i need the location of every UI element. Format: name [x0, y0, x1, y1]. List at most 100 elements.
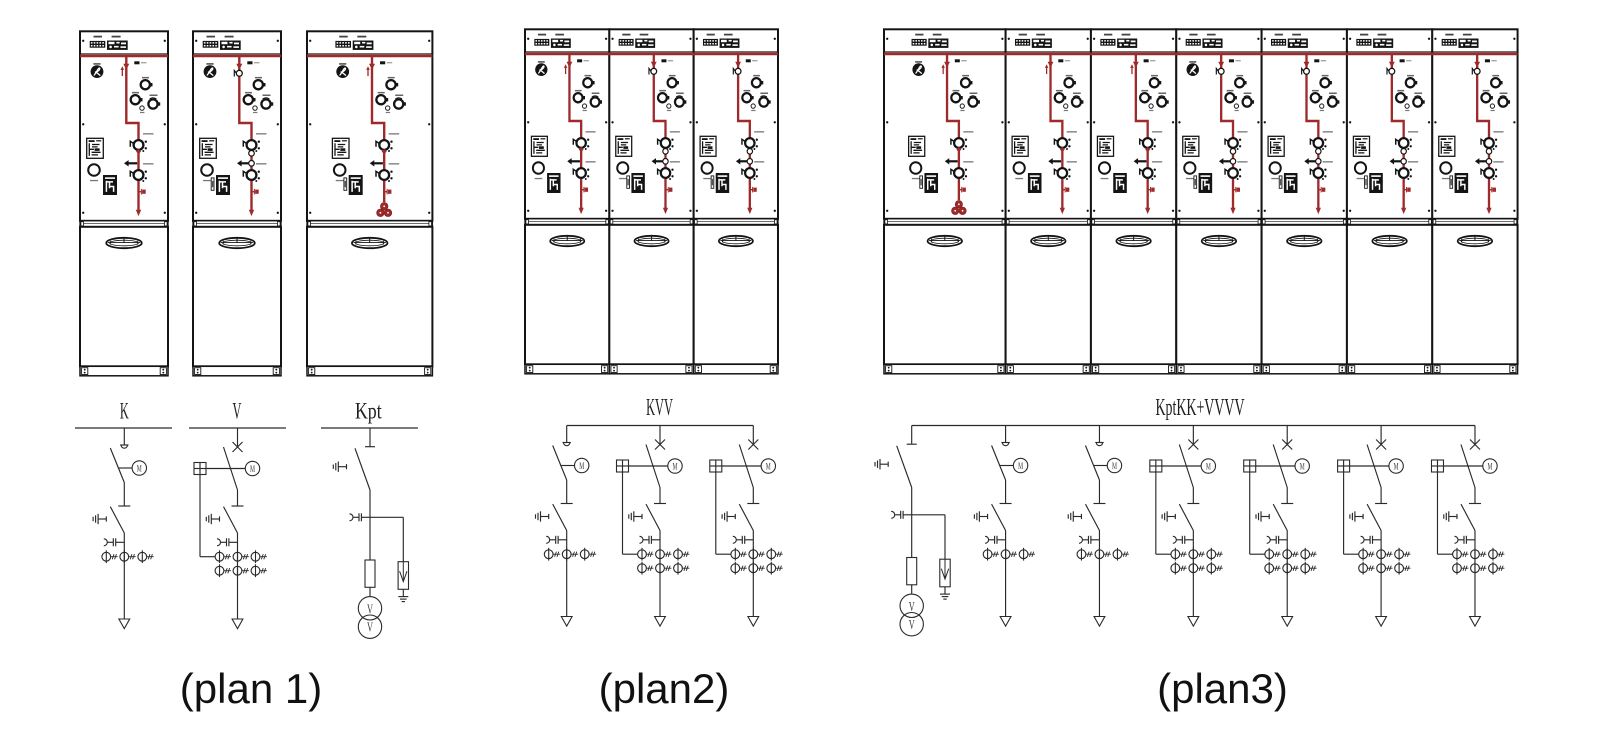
panel-screw	[1171, 37, 1175, 40]
cabinet-k	[524, 28, 611, 375]
indicator-knob-icon	[129, 93, 143, 106]
ct-secondary-mark	[263, 553, 267, 560]
current-transformer-icon	[982, 547, 999, 561]
circuit-mimic-line	[125, 55, 140, 211]
switch-dial	[575, 166, 587, 180]
foot-bolt	[697, 366, 700, 369]
current-transformer-icon	[137, 550, 154, 564]
ct-secondary-mark	[1368, 551, 1372, 557]
meter-caption	[224, 35, 234, 38]
knob-caption	[245, 91, 252, 94]
switch-dial	[1141, 136, 1154, 150]
cabinet-upper-compartment	[1260, 28, 1348, 220]
band-end-block	[80, 221, 84, 227]
knob-ring	[260, 98, 272, 110]
door-handle-icon	[717, 234, 754, 248]
earthing-switch-blade	[552, 503, 568, 531]
ct-secondary-mark	[1274, 565, 1278, 571]
padlock-caption	[203, 179, 211, 182]
cabinet-upper-compartment	[79, 30, 169, 222]
interlock-key-slot-mark	[1194, 178, 1196, 186]
switch-position-dot	[755, 138, 758, 141]
switch-position-dot	[1492, 178, 1495, 180]
meter-window	[227, 45, 232, 48]
meter-caption	[622, 33, 631, 36]
motor-operator-icon: M	[1012, 457, 1029, 474]
switch-position-dot	[1324, 168, 1327, 171]
terminal-slot	[628, 40, 630, 42]
current-transformer-icon	[1264, 547, 1281, 561]
knob-arc-mark	[1499, 95, 1507, 98]
terminal-slot	[1104, 43, 1106, 45]
mimic-breaker-indicator	[1485, 147, 1493, 155]
load-switch-fixed-contact-icon	[120, 444, 129, 449]
protection-relay-icon	[1149, 459, 1163, 473]
panel-screw	[773, 121, 776, 124]
earthing-switch-icon	[1067, 511, 1083, 522]
foot-bolt	[162, 371, 165, 374]
ct-secondary-mark	[1464, 551, 1468, 557]
terminal-slot	[546, 40, 548, 42]
switch-position-indicator-icon	[1394, 131, 1419, 150]
indicator-knob-icon	[656, 91, 670, 104]
switch-position-dot	[587, 168, 590, 171]
panel-screw	[428, 39, 431, 42]
padlock-ring-icon	[332, 163, 347, 177]
padlock-ring-icon	[531, 161, 545, 175]
plate-graphic	[707, 146, 713, 149]
plinth-foot	[1168, 365, 1176, 373]
ct-secondary-mark	[1295, 551, 1298, 557]
switch-position-dot	[1324, 145, 1327, 148]
switch-position-dot	[1238, 168, 1242, 171]
indicator-knob-icon	[1224, 91, 1237, 104]
plinth-foot	[997, 365, 1005, 373]
ct-secondary-mark	[1295, 565, 1298, 571]
knob-ring	[1138, 91, 1151, 104]
band-end-block	[277, 221, 281, 227]
current-transformer-icon	[1170, 561, 1187, 575]
panel-screw	[1513, 209, 1516, 212]
interlock-graphic	[549, 178, 558, 190]
load-switch-blade	[552, 445, 568, 481]
capacitive-voltage-indicator-icon	[216, 538, 238, 547]
knob-caption	[149, 94, 158, 96]
terminal-slot	[206, 42, 209, 44]
indicator-knob-icon	[1053, 91, 1067, 104]
indicator-knob-icon	[741, 91, 754, 104]
vt-winding-label: V	[367, 602, 373, 617]
circuit-breaker-contact-icon	[1187, 439, 1199, 450]
knob-ring	[1053, 91, 1065, 104]
indicator-knob-icon	[1156, 96, 1169, 108]
knob-caption	[377, 91, 385, 94]
panel-screw	[1001, 37, 1004, 40]
foot-bolt	[1000, 366, 1002, 369]
switch-position-dot	[144, 140, 147, 143]
meter-window	[1211, 39, 1215, 42]
voltage-transformer-icon: VV	[357, 596, 383, 639]
ct-secondary-mark	[242, 553, 246, 560]
band-end-block	[609, 219, 614, 225]
knob-ring	[673, 96, 685, 108]
earthing-switch-icon	[92, 513, 107, 525]
operation-instruction-plate	[1011, 135, 1029, 157]
switch-position-dot	[1322, 178, 1324, 180]
interlock-key-slot-mark	[920, 178, 922, 186]
current-transformer-icon	[1394, 547, 1411, 561]
meter-button	[637, 43, 640, 47]
cabinet-upper-compartment	[883, 28, 1007, 220]
switch-position-indicator-icon	[656, 131, 680, 150]
current-transformer-icon	[1018, 547, 1035, 561]
vt-mimic-coil-center	[954, 209, 957, 212]
meter-caption	[339, 35, 348, 38]
mimic-arrow-up-head	[1044, 64, 1049, 68]
switch-position-dot	[388, 180, 390, 182]
indicator-lamp-icon	[954, 59, 960, 63]
panel-screw	[886, 37, 889, 40]
cabinet-upper-compartment	[608, 28, 695, 220]
panel-screw	[428, 123, 431, 126]
mimic-breaker-indicator	[1229, 157, 1237, 165]
cabinet-v	[608, 28, 695, 375]
pilot-lamp-icon	[252, 105, 258, 111]
knob-arc-mark	[760, 95, 768, 98]
switch-dial	[575, 136, 587, 150]
